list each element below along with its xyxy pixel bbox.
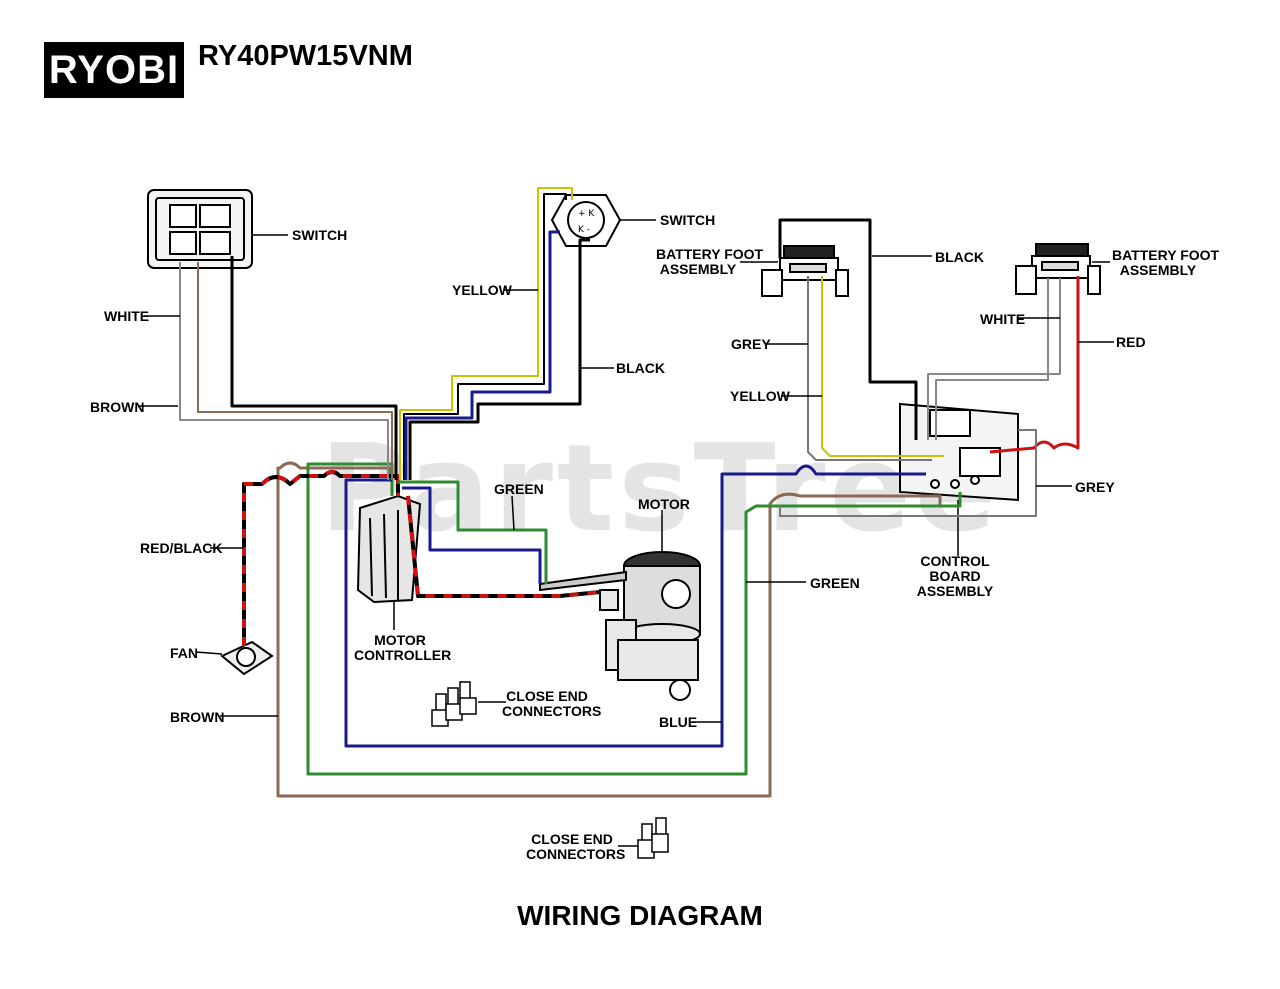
label-battery-foot-right-line2: ASSEMBLY bbox=[1119, 262, 1197, 278]
label-red-right: RED bbox=[1116, 334, 1146, 350]
wire-red-black-motor bbox=[406, 495, 601, 598]
label-switch-right: SWITCH bbox=[660, 212, 716, 228]
label-blue: BLUE bbox=[659, 714, 698, 730]
label-control-board: CONTROL BOARD ASSEMBLY bbox=[916, 554, 994, 599]
label-battery-foot-right: BATTERY FOOT ASSEMBLY bbox=[1112, 247, 1220, 278]
label-black-right: BLACK bbox=[935, 249, 984, 265]
wire-yellow-mid bbox=[399, 187, 573, 480]
label-brown-bottom: BROWN bbox=[170, 709, 225, 725]
label-green-right: GREEN bbox=[810, 575, 860, 591]
wire-white-right-b bbox=[935, 278, 1049, 440]
wire-black-mid bbox=[408, 238, 590, 480]
label-control-board-line1: CONTROL bbox=[920, 553, 990, 569]
label-close-end-1: CLOSE END CONNECTORS bbox=[502, 688, 602, 719]
label-battery-foot-left-line2: ASSEMBLY bbox=[659, 261, 737, 277]
label-grey-right: GREY bbox=[1075, 479, 1115, 495]
wire-grey-right bbox=[779, 429, 1037, 517]
label-control-board-line3: ASSEMBLY bbox=[916, 583, 994, 599]
label-close-end-2-line2: CONNECTORS bbox=[526, 846, 626, 862]
key-switch: + K K - bbox=[550, 194, 656, 247]
control-board bbox=[899, 402, 1019, 556]
label-battery-foot-left: BATTERY FOOT ASSEMBLY bbox=[656, 246, 764, 277]
diagram-title: WIRING DIAGRAM bbox=[517, 900, 763, 931]
svg-text:K -: K - bbox=[578, 225, 590, 235]
ryobi-logo: RYOBI bbox=[44, 42, 184, 98]
label-control-board-line2: BOARD bbox=[929, 568, 981, 584]
label-yellow-right: YELLOW bbox=[730, 388, 790, 404]
label-red-black: RED/BLACK bbox=[140, 540, 223, 556]
label-motor-controller-line2: CONTROLLER bbox=[354, 647, 452, 663]
wire-blue-loop bbox=[344, 464, 926, 748]
label-close-end-2: CLOSE END CONNECTORS bbox=[526, 831, 626, 862]
model-number: RY40PW15VNM bbox=[198, 40, 413, 72]
wire-green-loop bbox=[306, 462, 962, 776]
wire-brown-loop bbox=[276, 461, 942, 798]
label-black-mid: BLACK bbox=[616, 360, 665, 376]
rocker-switch bbox=[147, 189, 288, 269]
wire-blue-mid bbox=[404, 230, 560, 480]
label-yellow-mid: YELLOW bbox=[452, 282, 512, 298]
wire-red-right bbox=[989, 276, 1080, 454]
label-white-right: WHITE bbox=[980, 311, 1026, 327]
battery-foot-right bbox=[1015, 243, 1101, 295]
label-motor-controller-line1: MOTOR bbox=[374, 632, 426, 648]
close-end-connectors-1 bbox=[431, 681, 506, 727]
label-white-left: WHITE bbox=[104, 308, 150, 324]
label-green-mid: GREEN bbox=[494, 481, 544, 497]
label-grey-left: GREY bbox=[731, 336, 771, 352]
motor-pump bbox=[539, 510, 701, 701]
label-close-end-2-line1: CLOSE END bbox=[531, 831, 613, 847]
wire-yellow-right bbox=[821, 276, 944, 457]
logo-text: RYOBI bbox=[48, 47, 180, 92]
label-brown-left: BROWN bbox=[90, 399, 145, 415]
leader-lines bbox=[138, 255, 1114, 723]
wire-black-right bbox=[778, 218, 918, 440]
fan bbox=[195, 640, 274, 676]
label-motor: MOTOR bbox=[638, 496, 690, 512]
wire-grey-left bbox=[807, 276, 932, 461]
label-close-end-1-line2: CONNECTORS bbox=[502, 703, 602, 719]
wire-white-right-a bbox=[927, 278, 1061, 440]
wire-green-motor bbox=[398, 480, 548, 584]
wire-white-left bbox=[179, 262, 389, 480]
label-close-end-1-line1: CLOSE END bbox=[506, 688, 588, 704]
battery-foot-left bbox=[761, 245, 849, 297]
svg-text:+ K: + K bbox=[578, 209, 595, 219]
label-battery-foot-right-line1: BATTERY FOOT bbox=[1112, 247, 1220, 263]
label-fan: FAN bbox=[170, 645, 198, 661]
wire-black-left bbox=[230, 256, 398, 480]
wire-brown-left bbox=[197, 262, 393, 480]
label-battery-foot-left-line1: BATTERY FOOT bbox=[656, 246, 764, 262]
close-end-connectors-2 bbox=[618, 817, 669, 859]
label-switch-left: SWITCH bbox=[292, 227, 348, 243]
label-motor-controller: MOTOR CONTROLLER bbox=[354, 632, 452, 663]
motor-controller bbox=[356, 494, 422, 630]
